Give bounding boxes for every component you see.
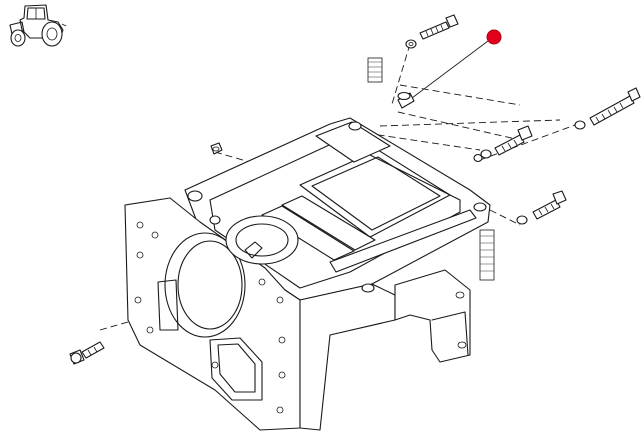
hatch-reference-marks [367, 57, 495, 281]
bolt-lower-right [516, 190, 567, 225]
axle-housing [124, 117, 491, 431]
bolt-lower-left [69, 341, 105, 365]
sleeve-dowel [397, 91, 415, 109]
tractor-icon [9, 4, 67, 47]
nut-left [210, 142, 223, 155]
bolt-top [405, 14, 459, 49]
red-dot-marker [486, 29, 502, 45]
assembly-guide-lines [99, 43, 576, 331]
bolt-right-long [574, 87, 641, 130]
bolt-middle [473, 125, 533, 163]
marker-leader-line [411, 37, 493, 99]
